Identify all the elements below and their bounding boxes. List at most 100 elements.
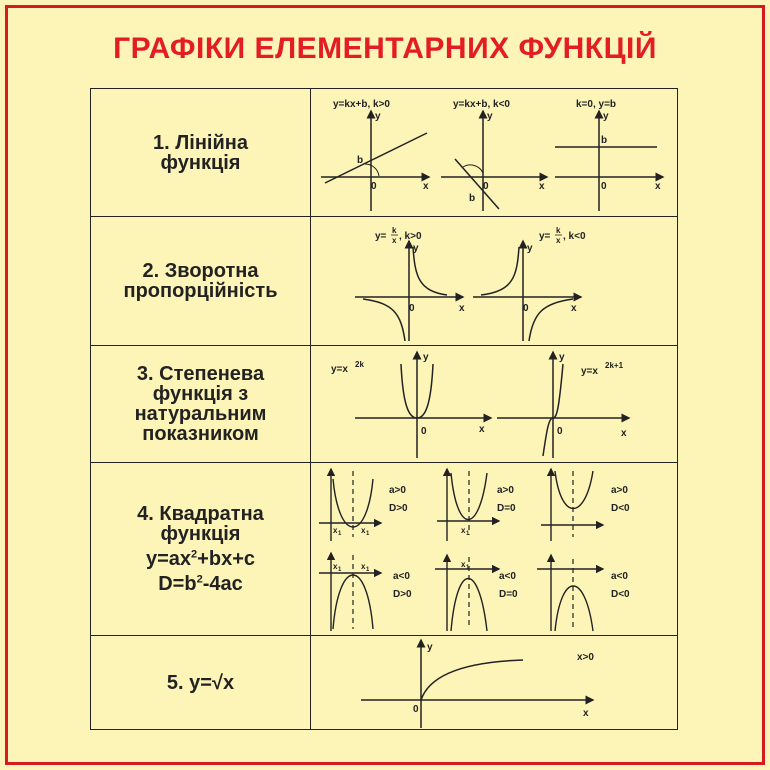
svg-text:a<0: a<0: [499, 571, 516, 582]
svg-text:y: y: [413, 243, 419, 254]
svg-text:b: b: [357, 155, 363, 166]
svg-text:D<0: D<0: [611, 503, 630, 514]
svg-text:a>0: a>0: [611, 485, 628, 496]
svg-text:1: 1: [466, 531, 470, 537]
linear-graphs-svg: y=kx+b, k>0 y x 0 b y=kx+b, k<0: [321, 99, 665, 211]
svg-text:y=x: y=x: [331, 364, 348, 375]
inverse-graphs-svg: y= k x , k>0 y x 0 y= k x: [355, 226, 586, 342]
svg-text:k: k: [392, 226, 397, 235]
svg-text:a<0: a<0: [393, 571, 410, 582]
svg-text:x: x: [556, 236, 561, 245]
svg-text:a>0: a>0: [389, 485, 406, 496]
svg-text:x: x: [621, 428, 627, 439]
svg-text:y: y: [603, 111, 609, 122]
linear-graph-k-negative: y=kx+b, k<0 y x 0 b: [441, 99, 549, 211]
svg-text:1: 1: [366, 567, 370, 573]
row-quadratic: 4. Квадратна функція y=ax2+bx+c D=b2-4ac…: [91, 463, 677, 636]
svg-text:D<0: D<0: [611, 589, 630, 600]
svg-text:y: y: [427, 642, 433, 653]
svg-text:0: 0: [421, 426, 427, 437]
svg-text:, k>0: , k>0: [399, 231, 422, 242]
quadratic-formula: y=ax2+bx+c: [145, 548, 255, 570]
power-graph-odd: y=x 2k+1 y x 0: [497, 350, 631, 458]
row-sqrt-graphs: y x 0 x>0: [311, 636, 677, 729]
power-graphs-svg: y=x 2k y x 0 y=x 2k+1 y x: [331, 350, 631, 458]
svg-text:x: x: [461, 560, 466, 569]
svg-text:D>0: D>0: [389, 503, 408, 514]
svg-text:1: 1: [366, 531, 370, 537]
row-power-graphs: y=x 2k y x 0 y=x 2k+1 y x: [311, 346, 677, 462]
svg-text:a>0: a>0: [497, 485, 514, 496]
sqrt-graph-svg: y x 0 x>0: [361, 638, 595, 728]
svg-text:x: x: [361, 562, 366, 571]
row-linear-graphs: y=kx+b, k>0 y x 0 b y=kx+b, k<0: [311, 89, 677, 216]
svg-text:1: 1: [466, 565, 470, 571]
svg-text:y=kx+b, k<0: y=kx+b, k<0: [453, 99, 510, 110]
svg-text:D=0: D=0: [497, 503, 516, 514]
svg-text:x: x: [392, 236, 397, 245]
svg-text:y: y: [527, 243, 533, 254]
svg-text:x: x: [333, 562, 338, 571]
svg-text:y: y: [375, 111, 381, 122]
svg-text:x: x: [571, 303, 577, 314]
svg-text:y=: y=: [539, 231, 551, 242]
svg-text:y: y: [487, 111, 493, 122]
svg-text:D=0: D=0: [499, 589, 518, 600]
svg-text:2k+1: 2k+1: [605, 361, 624, 370]
linear-graph-k-zero: k=0, y=b y x 0 b: [555, 99, 665, 211]
svg-text:x: x: [333, 526, 338, 535]
svg-text:2k: 2k: [355, 360, 364, 369]
svg-text:y: y: [559, 352, 565, 363]
svg-text:x: x: [361, 526, 366, 535]
row-inverse-graphs: y= k x , k>0 y x 0 y= k x: [311, 217, 677, 345]
svg-text:x: x: [461, 526, 466, 535]
svg-text:D>0: D>0: [393, 589, 412, 600]
svg-text:x>0: x>0: [577, 652, 594, 663]
row-quadratic-name: 4. Квадратна функція y=ax2+bx+c D=b2-4ac: [91, 463, 311, 635]
svg-text:y: y: [423, 352, 429, 363]
quadratic-a-neg-d-neg: a<0 D<0: [537, 553, 630, 632]
row-sqrt-name: 5. y=√x: [91, 636, 311, 729]
svg-text:0: 0: [557, 426, 563, 437]
page-title: ГРАФІКИ ЕЛЕМЕНТАРНИХ ФУНКЦІЙ: [113, 32, 657, 65]
svg-text:y=: y=: [375, 231, 387, 242]
svg-text:y=kx+b, k>0: y=kx+b, k>0: [333, 99, 390, 110]
power-graph-even: y=x 2k y x 0: [331, 350, 493, 458]
linear-graph-k-positive: y=kx+b, k>0 y x 0 b: [321, 99, 431, 211]
svg-text:0: 0: [371, 181, 377, 192]
svg-text:0: 0: [483, 181, 489, 192]
svg-text:x: x: [479, 424, 485, 435]
poster-frame: [5, 5, 765, 765]
row-sqrt: 5. y=√x y x 0 x>0: [91, 636, 677, 729]
svg-text:x: x: [583, 708, 589, 719]
svg-text:x: x: [539, 181, 545, 192]
inverse-graph-k-negative: y= k x , k<0 y x 0: [473, 226, 586, 342]
svg-text:0: 0: [523, 303, 529, 314]
svg-text:b: b: [469, 193, 475, 204]
svg-text:0: 0: [409, 303, 415, 314]
discriminant-formula: D=b2-4ac: [158, 572, 243, 595]
svg-text:, k<0: , k<0: [563, 231, 586, 242]
svg-text:y=x: y=x: [581, 366, 598, 377]
svg-text:1: 1: [338, 531, 342, 537]
svg-text:x: x: [423, 181, 429, 192]
svg-text:0: 0: [413, 704, 419, 715]
inverse-graph-k-positive: y= k x , k>0 y x 0: [355, 226, 465, 342]
svg-text:x: x: [655, 181, 661, 192]
svg-text:0: 0: [601, 181, 607, 192]
svg-text:k: k: [556, 226, 561, 235]
sqrt-graph: y x 0 x>0: [361, 638, 595, 728]
